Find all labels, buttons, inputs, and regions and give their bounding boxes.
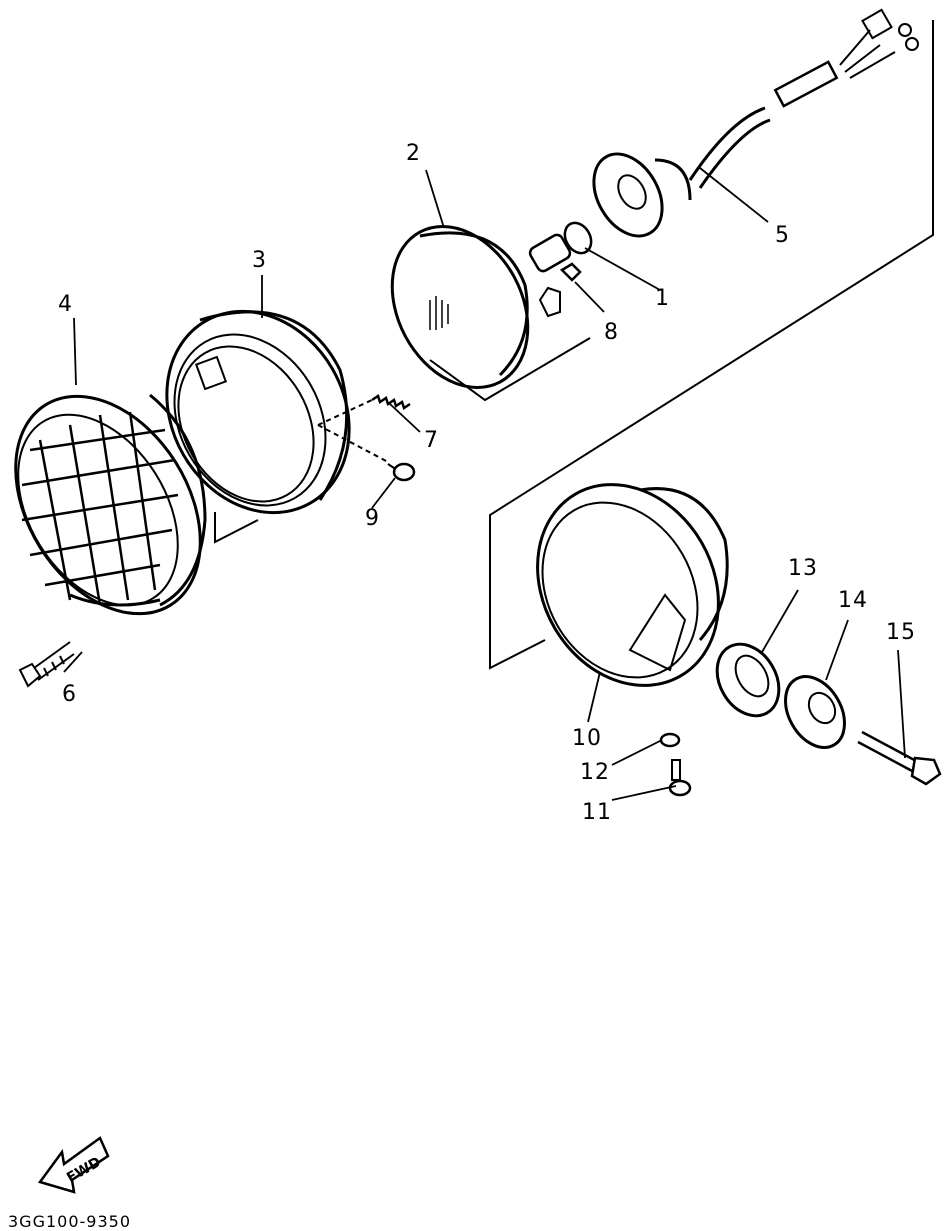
part-label-15: 15 [886,620,916,645]
rim-screw-drawing [317,424,416,482]
headlight-lens-unit-drawing [390,225,561,389]
grommet-drawing [715,642,781,718]
headlight-body-drawing [536,483,729,687]
body-screw-drawing [668,759,692,797]
headlight-guard-drawing [14,393,207,616]
part-label-5: 5 [775,223,790,248]
fwd-arrow-icon: FWD [37,1136,110,1194]
mounting-plate-drawing [784,675,846,749]
part-label-2: 2 [406,141,421,166]
part-label-4: 4 [58,292,73,317]
leader-lines [63,167,906,801]
part-label-11: 11 [582,800,612,825]
assembly-boundary-lines [214,20,934,670]
part-label-6: 6 [62,682,77,707]
mounting-bolt-drawing [857,730,942,786]
part-label-14: 14 [838,588,868,613]
part-label-12: 12 [580,760,610,785]
drawing-number: 3GG100-9350 [8,1212,132,1231]
guard-bolt-drawing [18,641,75,688]
headlight-rim-drawing [165,309,351,515]
part-label-13: 13 [788,556,818,581]
part-label-1: 1 [655,286,670,311]
part-label-8: 8 [604,320,619,345]
part-label-10: 10 [572,726,602,751]
part-label-9: 9 [365,506,380,531]
bulb-drawing [528,221,593,273]
adjusting-nut-drawing [559,262,582,282]
part-label-3: 3 [252,248,267,273]
part-label-7: 7 [424,428,439,453]
bulb-socket-cord-drawing [592,8,919,238]
adjusting-spring-drawing [317,394,411,426]
washer-drawing [659,732,681,748]
